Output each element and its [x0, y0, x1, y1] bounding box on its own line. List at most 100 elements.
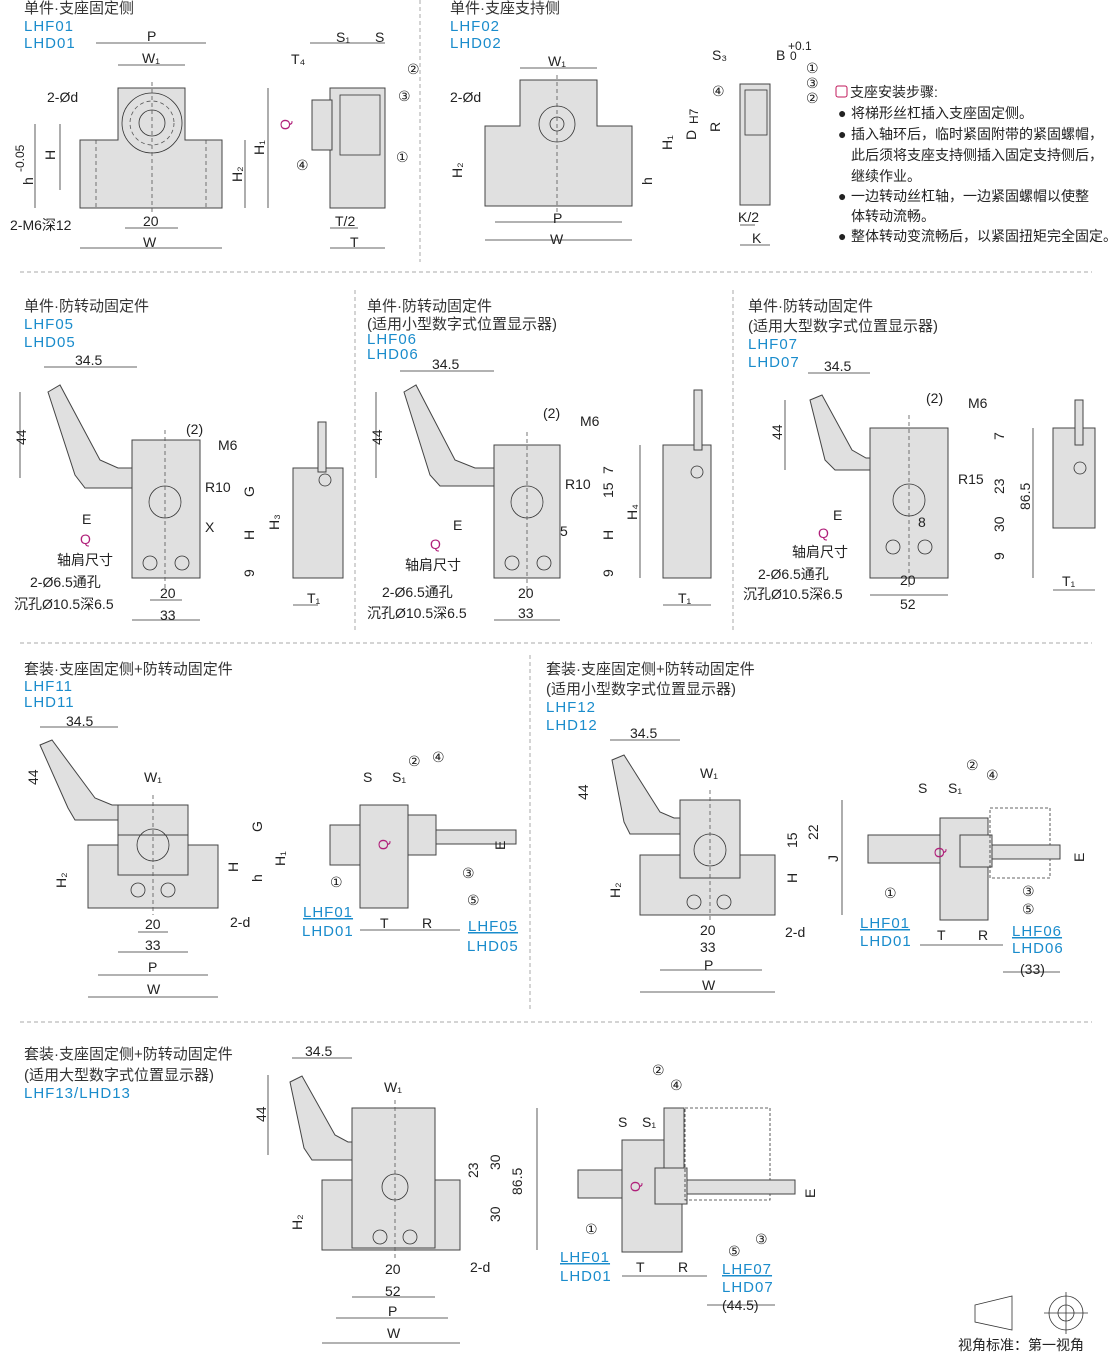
- dim-label: 20: [160, 585, 176, 601]
- dim-label: H₂: [229, 166, 245, 182]
- section-title: 单件·支座支持侧: [450, 0, 560, 17]
- callout: ②: [806, 90, 819, 106]
- part-code: LHD07: [722, 1279, 774, 1296]
- callout: ②: [408, 753, 421, 769]
- dim-label: W: [147, 981, 161, 997]
- dim-label: 2-M6深12: [10, 217, 72, 233]
- dim-label: 34.5: [630, 725, 657, 741]
- callout: ③: [755, 1231, 768, 1247]
- bullet-icon: ●: [838, 126, 846, 142]
- warning-icon: [835, 85, 848, 98]
- dim-label: 33: [145, 937, 161, 953]
- part-code: LHD07: [748, 354, 800, 371]
- dim-label: 33: [700, 939, 716, 955]
- note-item: 将梯形丝杠插入支座固定侧。: [851, 105, 1033, 121]
- dim-label: 轴肩尺寸: [57, 552, 113, 568]
- note-item: 体转动流畅。: [851, 208, 935, 224]
- note-item: 继续作业。: [851, 168, 921, 184]
- dim-label: 5: [560, 523, 568, 539]
- section-subtitle: (适用大型数字式位置显示器): [24, 1067, 214, 1084]
- dim-label: 7: [991, 432, 1007, 440]
- dim-label: 15: [784, 832, 800, 848]
- dim-label: 44: [13, 429, 29, 445]
- dim-label: 15: [600, 482, 616, 498]
- part-code: LHD05: [467, 938, 519, 955]
- dim-label: h: [639, 177, 655, 185]
- callout: ①: [806, 60, 819, 76]
- dim-label: 30: [487, 1206, 503, 1222]
- part-code: LHF05: [468, 918, 518, 935]
- part-code: LHD01: [302, 923, 354, 940]
- dim-label: 沉孔Ø10.5深6.5: [743, 586, 843, 602]
- dim-label: H: [42, 150, 58, 160]
- callout: ④: [296, 157, 309, 173]
- dim-label: 20: [145, 916, 161, 932]
- dim-label: 44: [25, 769, 41, 785]
- part-code: LHD11: [24, 694, 75, 711]
- section-lhf13: 套装·支座固定侧+防转动固定件 (适用大型数字式位置显示器) LHF13/LHD…: [24, 1046, 233, 1102]
- callout: ②: [652, 1062, 665, 1078]
- dim-label: E: [802, 1189, 818, 1198]
- part-code: LHF02: [450, 18, 500, 35]
- dim-label: S: [918, 780, 927, 796]
- section-lhf12: 套装·支座固定侧+防转动固定件 (适用小型数字式位置显示器) LHF12 LHD…: [546, 661, 755, 734]
- dim-label: E: [82, 511, 91, 527]
- dim-label: R: [978, 927, 988, 943]
- dim-label: 7: [600, 466, 616, 474]
- dim-label: Q: [430, 536, 441, 552]
- lhf05-side-view: T₁: [292, 421, 344, 606]
- dim-label: 沉孔Ø10.5深6.5: [14, 596, 114, 612]
- dim-label: 2-d: [230, 914, 250, 930]
- callout: ②: [407, 61, 420, 77]
- dim-label: M6: [218, 437, 238, 453]
- view-standard-label: 视角标准：第一视角: [958, 1337, 1084, 1353]
- dim-label: P: [388, 1303, 397, 1319]
- dim-label: 44: [769, 424, 785, 440]
- part-code: LHF01: [560, 1249, 610, 1266]
- dim-label: W: [143, 234, 157, 250]
- dim-label: J: [825, 855, 841, 862]
- lhf11-front-view: 34.5 44 W₁ 20 33 P W 2-d H₂ H G h H₁: [25, 713, 288, 998]
- part-code: LHD02: [450, 35, 502, 52]
- dim-label: 44: [369, 429, 385, 445]
- part-code: LHF13/LHD13: [24, 1085, 131, 1102]
- dim-label: H: [225, 862, 241, 872]
- dim-label: 2-Ø6.5通孔: [758, 566, 829, 582]
- dim-label: 2-d: [470, 1259, 490, 1275]
- dim-label: Q: [818, 525, 829, 541]
- dim-label: G: [241, 486, 257, 497]
- dim-label: B: [776, 47, 785, 63]
- part-code: LHF01: [860, 915, 910, 932]
- section-lhf11: 套装·支座固定侧+防转动固定件 LHF11 LHD11: [24, 661, 233, 711]
- dim-label: K: [752, 230, 762, 246]
- dim-label: T₄: [291, 51, 306, 67]
- dim-label: S₁: [642, 1114, 656, 1130]
- part-code: LHD05: [24, 334, 76, 351]
- dim-label: (44.5): [722, 1297, 759, 1313]
- dim-label: 44: [575, 784, 591, 800]
- dim-label: W₁: [700, 765, 718, 781]
- callout: ③: [1022, 883, 1035, 899]
- dim-label: W₁: [548, 53, 566, 69]
- dim-label: T: [350, 234, 359, 250]
- part-code: LHD01: [560, 1268, 612, 1285]
- dim-label: K/2: [738, 209, 759, 225]
- dim-label: P: [148, 959, 157, 975]
- lhf13-side-view: S S₁ Q ② ④ ③ ⑤ ① E T R (44.5) LHF01 LHD0…: [560, 1062, 818, 1313]
- dim-label: W₁: [144, 769, 162, 785]
- dim-label: 52: [900, 596, 916, 612]
- part-code: LHD01: [860, 933, 912, 950]
- dim-label: R: [707, 122, 723, 132]
- lhf02-front-view: W₁ 2-Ød P W H₂ h H₁: [449, 53, 675, 247]
- callout: ②: [966, 757, 979, 773]
- dim-label: T₁: [678, 590, 692, 606]
- section-title: 单件·防转动固定件: [748, 298, 873, 315]
- dim-label: X: [205, 519, 215, 535]
- dim-label: R: [678, 1259, 688, 1275]
- part-code: LHF12: [546, 699, 596, 716]
- dim-label: 30: [487, 1154, 503, 1170]
- tolerance: 0: [790, 49, 797, 63]
- lhf07-side-view: T₁: [1052, 399, 1096, 591]
- part-code: LHF01: [303, 904, 353, 921]
- dim-label: S: [375, 29, 384, 45]
